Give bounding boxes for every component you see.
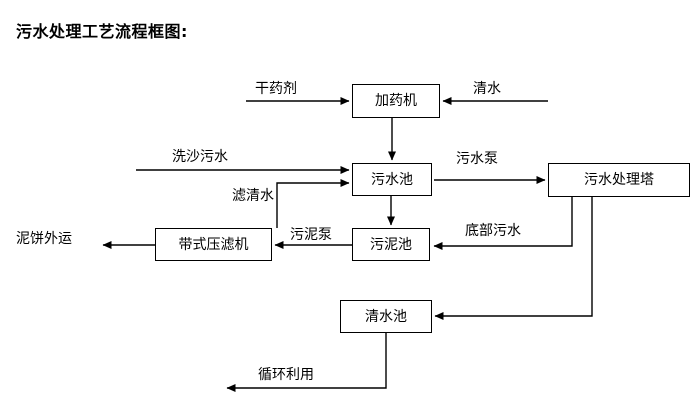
label-dry-agent: 干药剂 xyxy=(255,81,297,97)
node-dosing-machine[interactable]: 加药机 xyxy=(352,84,440,118)
node-treatment-tower[interactable]: 污水处理塔 xyxy=(548,163,690,197)
page-title: 污水处理工艺流程框图: xyxy=(16,22,188,41)
label-filtered-clear-water: 滤清水 xyxy=(232,188,274,204)
connector-tower-to-sludge-pool xyxy=(433,197,573,250)
node-label: 污水池 xyxy=(371,171,413,188)
node-belt-filter-press[interactable]: 带式压滤机 xyxy=(155,228,272,261)
node-sewage-pool[interactable]: 污水池 xyxy=(352,163,432,196)
node-label: 污水处理塔 xyxy=(584,172,654,188)
label-sewage-pump: 污水泵 xyxy=(456,151,498,167)
node-label: 加药机 xyxy=(375,93,417,109)
node-clear-water-pool[interactable]: 清水池 xyxy=(340,300,432,333)
label-recycle-use: 循环利用 xyxy=(258,367,314,383)
connector-filtered-water-to-sewage-pool xyxy=(276,179,350,228)
label-clean-water-in: 清水 xyxy=(473,81,501,97)
node-label: 带式压滤机 xyxy=(178,236,249,253)
node-label: 污泥池 xyxy=(370,236,412,253)
label-sand-wash-sewage: 洗沙污水 xyxy=(172,149,228,165)
label-sludge-pump: 污泥泵 xyxy=(290,227,332,243)
label-mud-cake-out: 泥饼外运 xyxy=(16,231,72,247)
node-sludge-pool[interactable]: 污泥池 xyxy=(352,228,430,261)
label-bottom-sewage: 底部污水 xyxy=(465,223,521,239)
connector-clear-water-pool-to-recycle xyxy=(226,333,387,392)
node-label: 清水池 xyxy=(365,308,407,325)
connector-tower-to-clear-water-pool xyxy=(434,197,593,320)
